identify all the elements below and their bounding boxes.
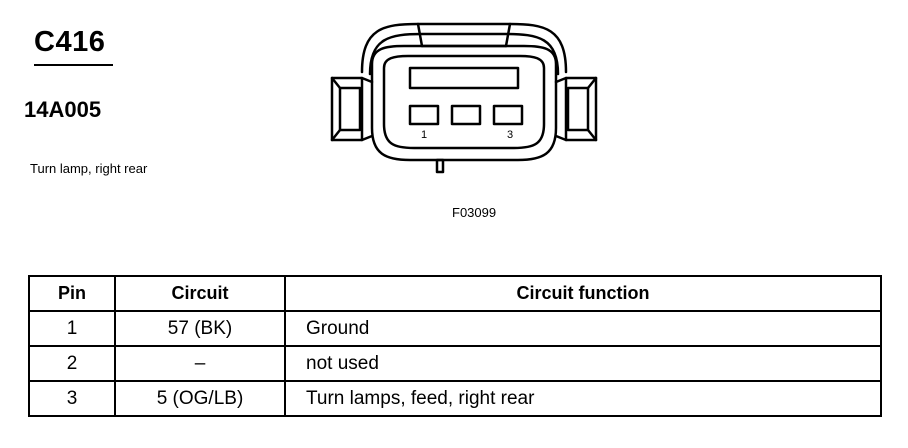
cell-function: not used [284, 345, 882, 382]
pin-cavity-3 [492, 104, 524, 126]
header-pin: Pin [28, 275, 116, 312]
latch-band [360, 22, 568, 74]
figure-code: F03099 [452, 205, 497, 220]
table-row: 2 – not used [28, 345, 882, 382]
pin-cavity-2 [450, 104, 482, 126]
part-number: 14A005 [24, 97, 102, 122]
table-row: 3 5 (OG/LB) Turn lamps, feed, right rear [28, 380, 882, 417]
pin-cavity-1 [408, 104, 440, 126]
connector-housing [370, 44, 558, 162]
cell-pin: 2 [28, 345, 116, 382]
bottom-key [435, 158, 445, 174]
table-header-row: Pin Circuit Circuit function [28, 275, 882, 312]
cell-pin: 3 [28, 380, 116, 417]
connector-description: Turn lamp, right rear [30, 161, 148, 176]
cell-function: Turn lamps, feed, right rear [284, 380, 882, 417]
connector-rib [408, 66, 520, 90]
left-side-clip [330, 76, 364, 142]
table-row: 1 57 (BK) Ground [28, 310, 882, 347]
connector-id: C416 [34, 26, 106, 58]
right-side-clip [564, 76, 598, 142]
cell-pin: 1 [28, 310, 116, 347]
header-circuit: Circuit [114, 275, 286, 312]
pin-label-1: 1 [421, 129, 427, 141]
header-circuit-function: Circuit function [284, 275, 882, 312]
cell-circuit: 5 (OG/LB) [114, 380, 286, 417]
cell-function: Ground [284, 310, 882, 347]
title-underline [34, 64, 113, 66]
cell-circuit: 57 (BK) [114, 310, 286, 347]
pin-label-3: 3 [507, 129, 513, 141]
cell-circuit: – [114, 345, 286, 382]
pin-table: Pin Circuit Circuit function 1 57 (BK) G… [28, 275, 882, 417]
connector-face-diagram: 1 3 [322, 16, 606, 176]
